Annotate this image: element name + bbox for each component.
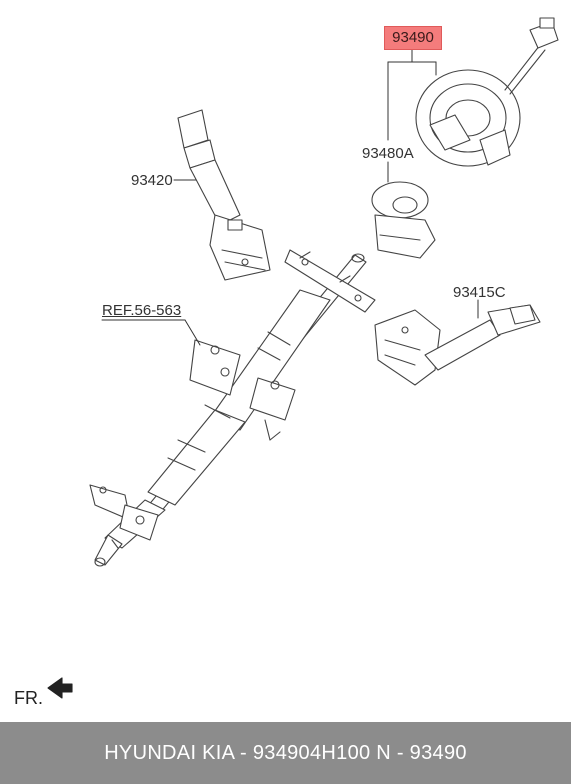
footer-text: HYUNDAI KIA - 934904H100 N - 93490	[104, 742, 467, 764]
lower-bracket	[89, 484, 159, 541]
footer-bar: HYUNDAI KIA - 934904H100 N - 93490	[0, 722, 571, 784]
leader-lines	[101, 47, 479, 346]
label-93420: 93420	[131, 172, 173, 189]
wiper-switch	[177, 109, 271, 281]
light-switch	[374, 304, 541, 386]
steering-column-diagram	[47, 17, 559, 699]
reference-label: REF.56-563	[102, 302, 182, 319]
upper-bracket	[284, 249, 376, 313]
label-93480a: 93480A	[362, 145, 414, 162]
label-93490: 93490	[384, 26, 442, 50]
front-arrow	[47, 677, 73, 699]
front-label: FR.	[14, 688, 43, 708]
side-bracket	[189, 339, 296, 441]
mounting-bracket	[371, 181, 436, 259]
label-93415c: 93415C	[453, 284, 506, 301]
clock-spring	[415, 17, 559, 167]
